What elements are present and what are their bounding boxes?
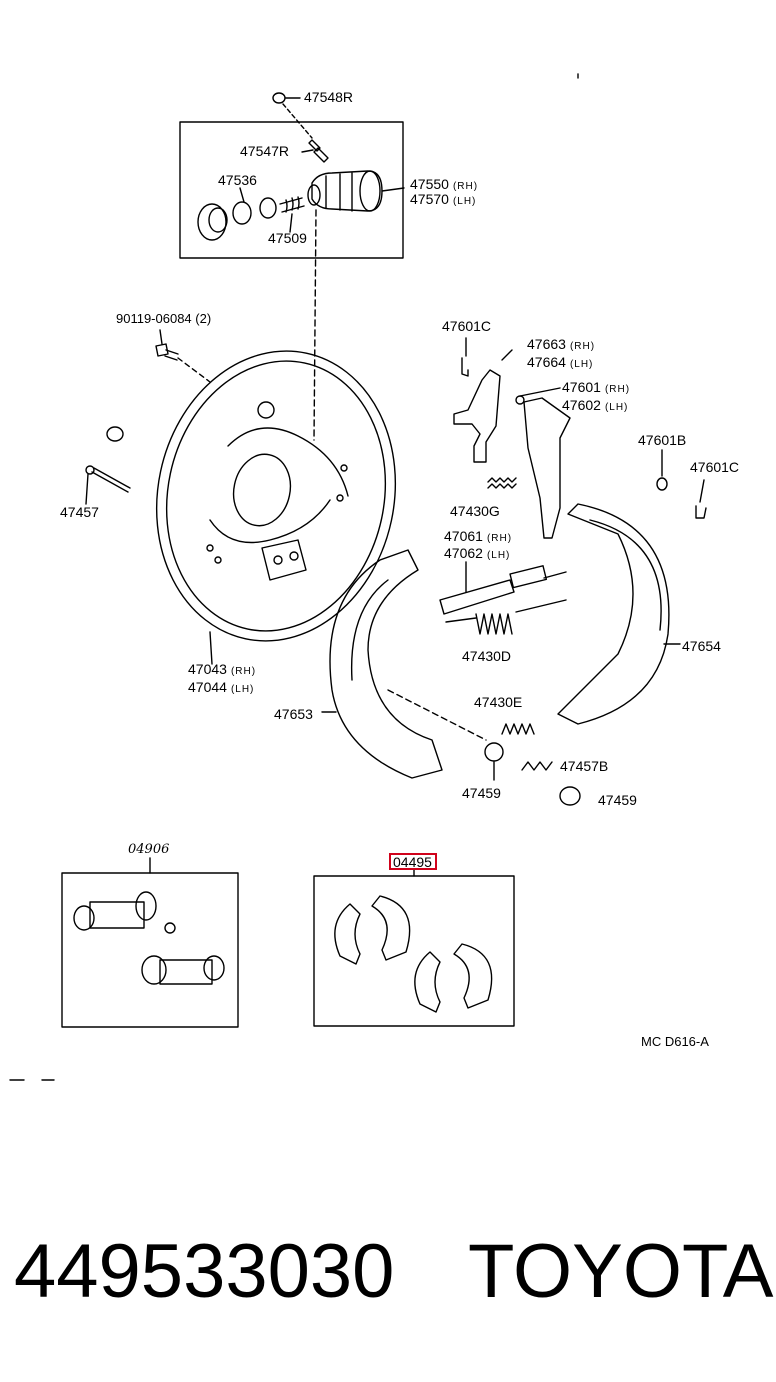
washer bbox=[656, 477, 668, 491]
label-47043: 47043(RH) bbox=[188, 661, 257, 677]
bolt bbox=[155, 329, 211, 383]
label-47601C-right: 47601C bbox=[690, 459, 740, 475]
label-47430E: 47430E bbox=[474, 694, 523, 710]
brake-shoe-left bbox=[321, 549, 487, 779]
label-kit-04906: 04906 bbox=[128, 842, 170, 857]
spring-cup bbox=[484, 742, 504, 762]
label-47547R: 47547R bbox=[240, 143, 290, 159]
piston-parts bbox=[197, 187, 305, 241]
label-47536: 47536 bbox=[218, 172, 257, 188]
part-number: 449533030 bbox=[14, 1229, 395, 1314]
plug bbox=[106, 426, 124, 442]
label-kit-04495: 04495 bbox=[393, 854, 432, 870]
label-47653: 47653 bbox=[274, 706, 313, 722]
label-47509: 47509 bbox=[268, 230, 307, 246]
label-47654: 47654 bbox=[682, 638, 721, 654]
wheel-cylinder-box bbox=[179, 121, 404, 259]
clip-right bbox=[695, 505, 707, 519]
kit-cylinder-parts bbox=[73, 891, 225, 985]
label-90119: 90119-06084 (2) bbox=[116, 311, 212, 326]
spring-e bbox=[501, 723, 535, 735]
shoe-kit-box bbox=[313, 875, 515, 1027]
diagram-reference: MC D616-A bbox=[641, 1034, 709, 1049]
label-47430G: 47430G bbox=[450, 503, 500, 519]
label-47570: 47570(LH) bbox=[410, 191, 477, 207]
backing-plate bbox=[155, 350, 397, 665]
label-47457B: 47457B bbox=[560, 758, 609, 774]
label-47457: 47457 bbox=[60, 504, 99, 520]
hold-down-pin bbox=[85, 465, 131, 505]
parking-brake-lever bbox=[453, 349, 513, 463]
label-47548R: 47548R bbox=[304, 89, 354, 105]
label-47664: 47664(LH) bbox=[527, 354, 594, 370]
label-47459-right: 47459 bbox=[598, 792, 637, 808]
label-47430D: 47430D bbox=[462, 648, 512, 664]
label-47663: 47663(RH) bbox=[527, 336, 596, 352]
label-47602: 47602(LH) bbox=[562, 397, 629, 413]
label-47601B: 47601B bbox=[638, 432, 687, 448]
wheel-cylinder-kit-box bbox=[61, 872, 239, 1028]
label-47601C-top: 47601C bbox=[442, 318, 492, 334]
adjusting-lever bbox=[515, 387, 571, 539]
label-47062: 47062(LH) bbox=[444, 545, 511, 561]
spring-b bbox=[521, 761, 553, 771]
label-47044: 47044(LH) bbox=[188, 679, 255, 695]
kit-shoes bbox=[334, 895, 493, 1013]
wheel-cylinder bbox=[307, 170, 405, 212]
brake-shoe-right bbox=[557, 503, 681, 725]
bleeder-screw bbox=[301, 139, 329, 163]
brand-name: TOYOTA bbox=[468, 1229, 774, 1314]
label-47061: 47061(RH) bbox=[444, 528, 513, 544]
highlight-kit-04495[interactable]: 04495 bbox=[389, 853, 437, 870]
spring-d bbox=[445, 599, 567, 635]
spring-g bbox=[487, 477, 517, 489]
label-47459-left: 47459 bbox=[462, 785, 501, 801]
label-47601: 47601(RH) bbox=[562, 379, 631, 395]
bleeder-cap bbox=[272, 92, 313, 139]
cup-washer bbox=[559, 786, 581, 806]
label-47550: 47550(RH) bbox=[410, 176, 479, 192]
clip bbox=[461, 357, 469, 377]
adjuster-strut bbox=[439, 561, 567, 615]
